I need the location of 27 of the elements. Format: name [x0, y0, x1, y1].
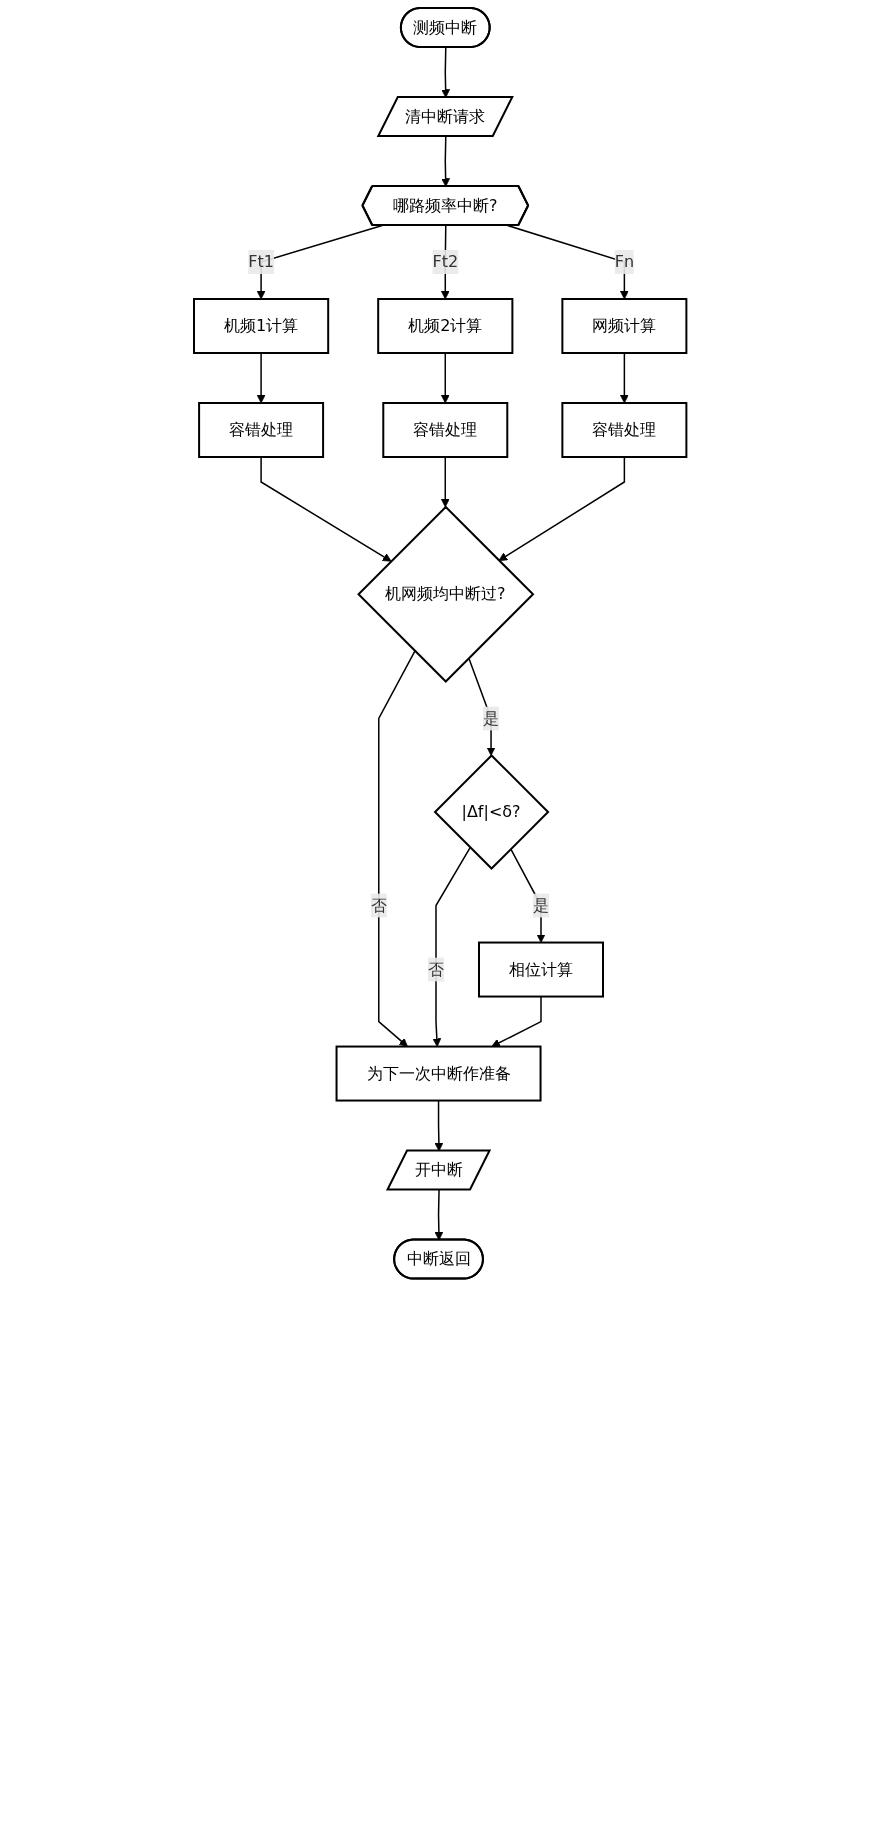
edge-label: 否: [427, 959, 444, 979]
arrow: [498, 456, 625, 562]
arrow: [491, 995, 542, 1047]
arrow: [377, 650, 416, 1047]
node-box: 网频计算: [561, 298, 688, 354]
edge-label: Ft2: [432, 252, 458, 271]
node-box: 为下一次中断作准备: [335, 1045, 542, 1102]
arrow: [441, 46, 450, 98]
node-box: 容错处理: [197, 402, 324, 458]
node-box: 容错处理: [561, 402, 688, 458]
arrow: [260, 456, 392, 562]
edge-label: 是: [482, 708, 499, 728]
edge-label: 否: [370, 895, 387, 915]
edge-label: Fn: [614, 252, 634, 271]
edge-label: Ft1: [248, 252, 274, 271]
node-box: 相位计算: [477, 941, 604, 998]
arrow: [440, 352, 450, 404]
edge-label: 是: [532, 895, 549, 915]
node-diamond: |Δf|<δ?: [433, 754, 550, 870]
arrow: [440, 456, 450, 508]
arrow: [256, 352, 266, 404]
arrow: [434, 1189, 444, 1241]
node-box: 容错处理: [382, 402, 509, 458]
node-diamond: 机网频均中断过?: [356, 505, 535, 683]
arrow: [619, 352, 629, 404]
node-box: 机频2计算: [377, 298, 514, 354]
node-box: 机频1计算: [192, 298, 329, 354]
